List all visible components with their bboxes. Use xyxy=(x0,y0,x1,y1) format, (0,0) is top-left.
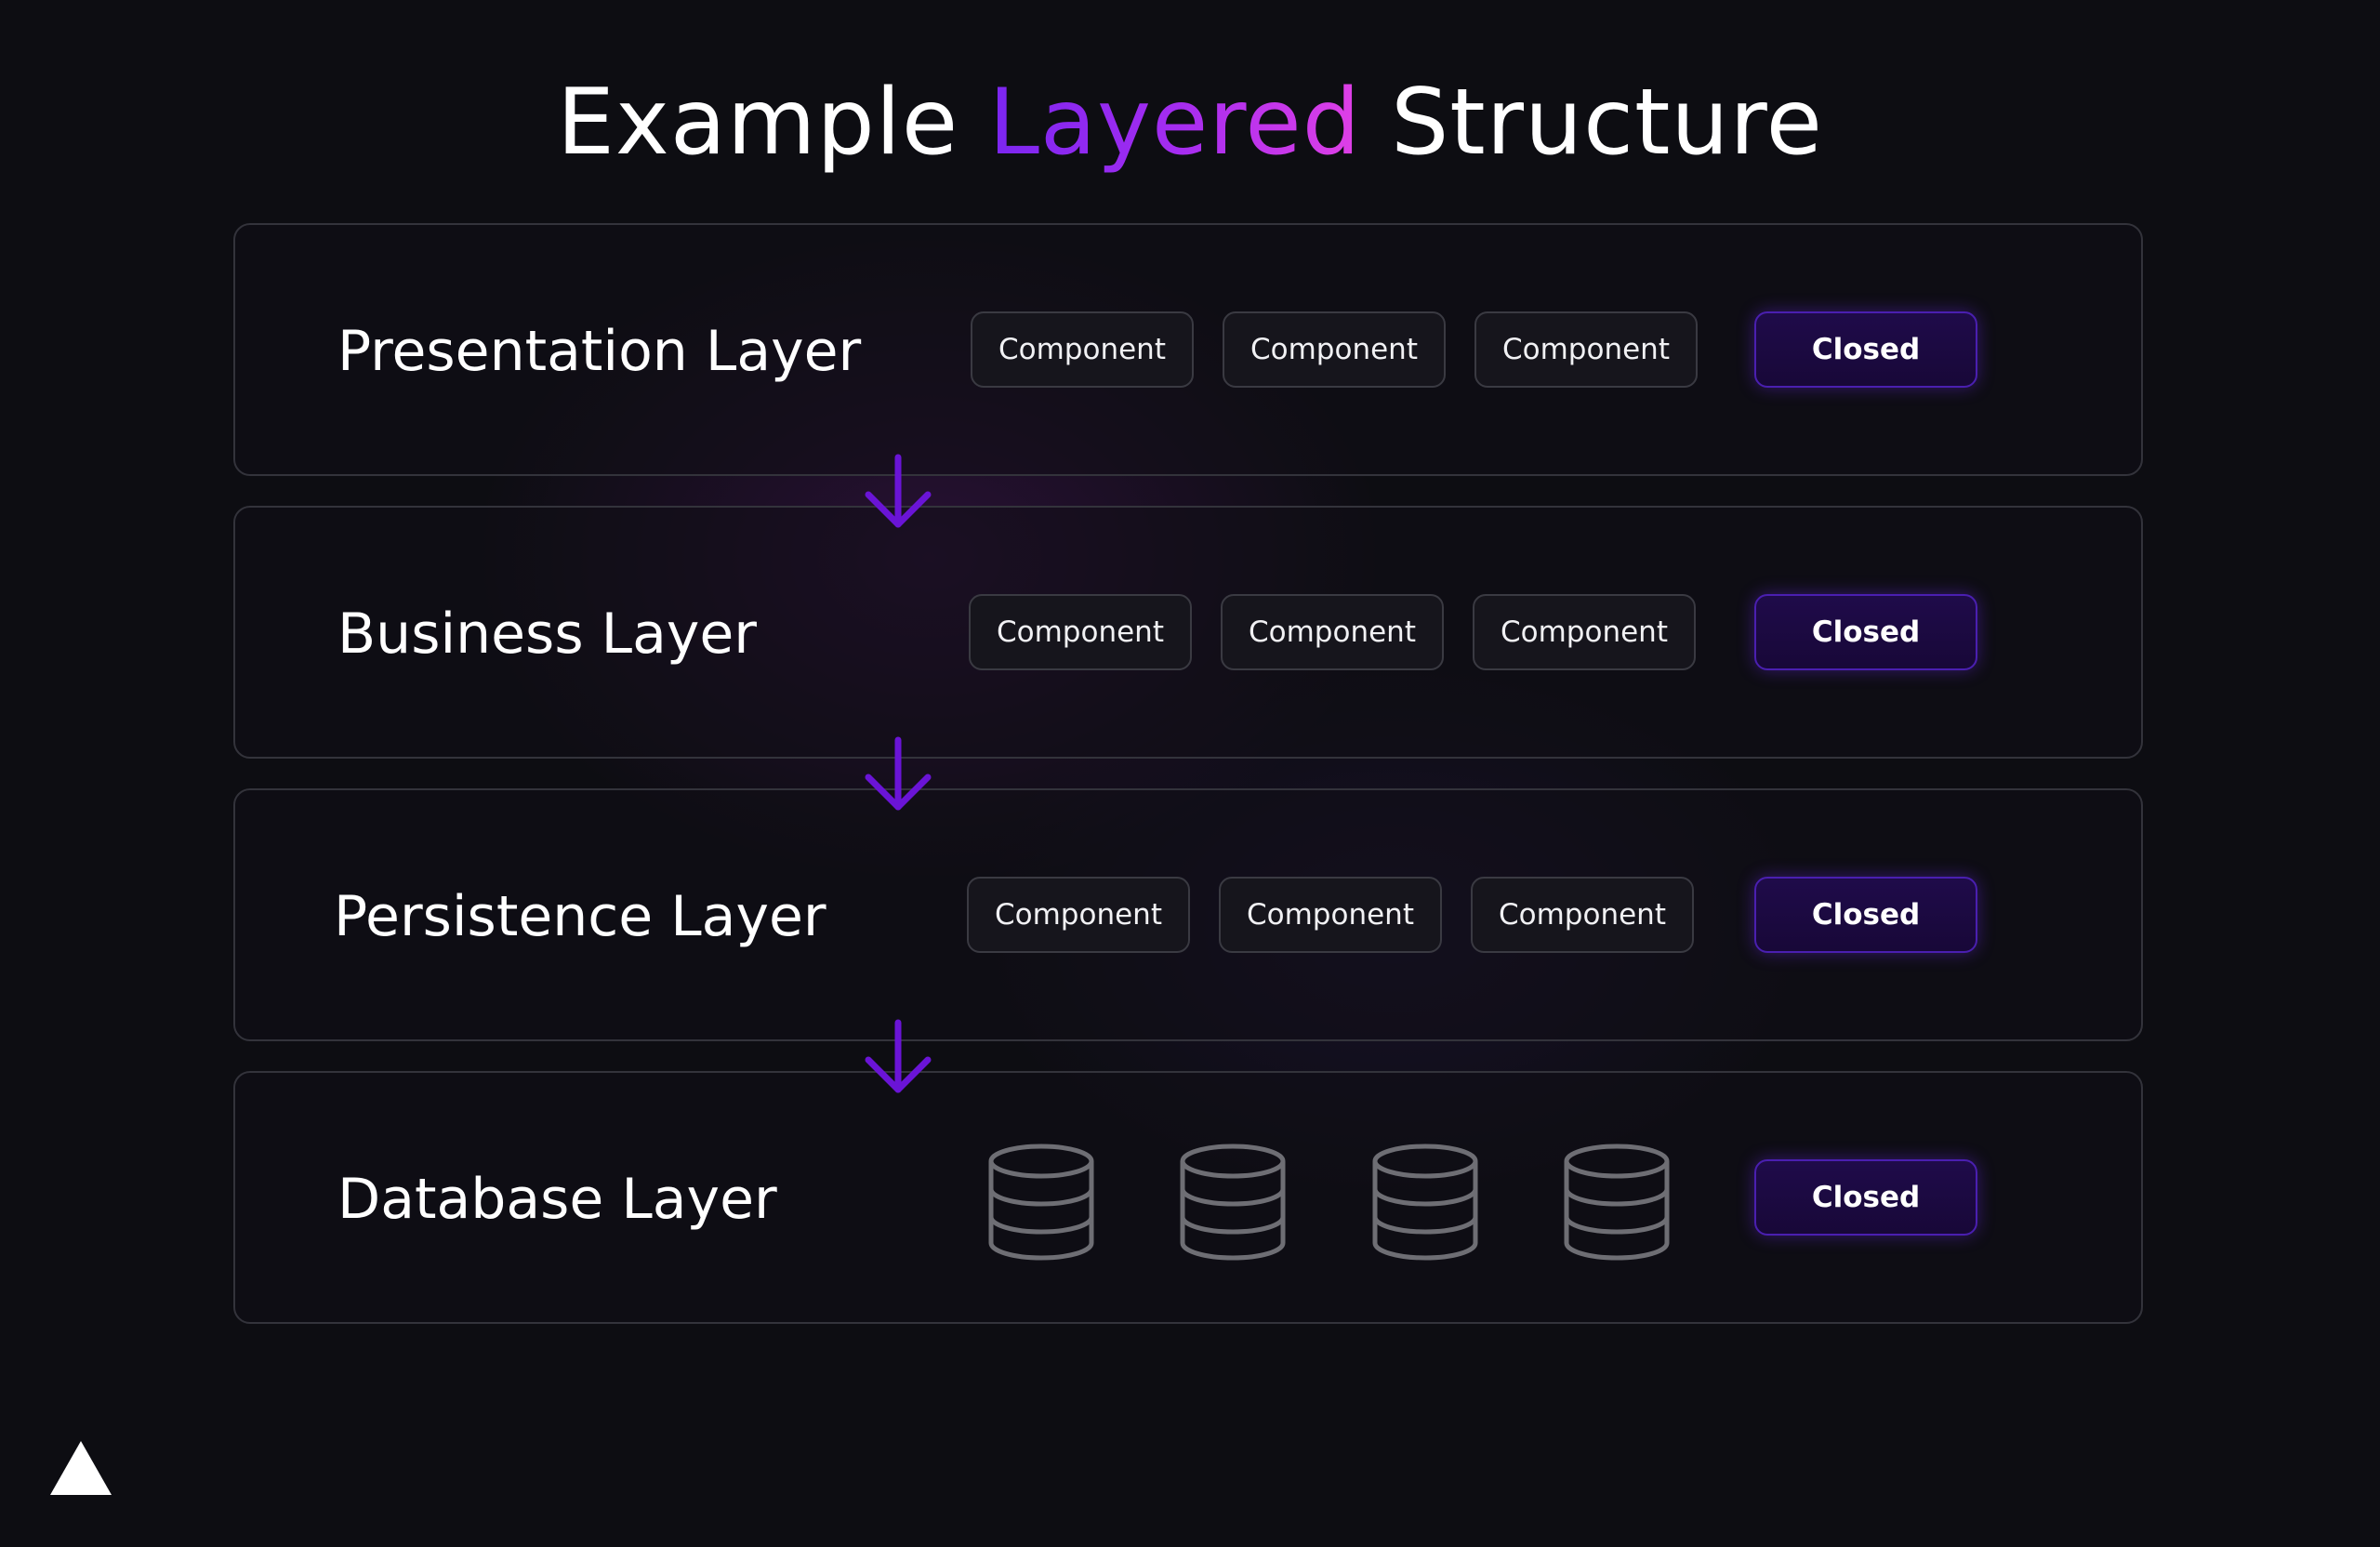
triangle-logo-icon xyxy=(50,1441,112,1495)
arrow-down-icon xyxy=(865,454,932,528)
database-icon xyxy=(1180,1144,1286,1261)
layer-title: Business Layer xyxy=(337,602,757,667)
component-box: Component xyxy=(1473,594,1696,670)
component-box: Component xyxy=(1223,311,1446,388)
layer-presentation: Presentation Layer Component Component C… xyxy=(233,223,2143,476)
title-suffix: Structure xyxy=(1360,70,1823,176)
component-box: Component xyxy=(1474,311,1698,388)
closed-badge: Closed xyxy=(1754,1159,1977,1236)
page-title: Example Layered Structure xyxy=(0,58,2380,188)
layer-title: Persistence Layer xyxy=(334,884,826,949)
component-box: Component xyxy=(1219,877,1442,953)
closed-badge: Closed xyxy=(1754,594,1977,670)
database-icon xyxy=(1564,1144,1670,1261)
closed-badge: Closed xyxy=(1754,877,1977,953)
component-box: Component xyxy=(969,594,1192,670)
layer-database: Database Layer Closed xyxy=(233,1071,2143,1324)
layer-business: Business Layer Component Component Compo… xyxy=(233,506,2143,759)
title-prefix: Example xyxy=(557,70,989,176)
layer-persistence: Persistence Layer Component Component Co… xyxy=(233,788,2143,1041)
database-icon xyxy=(1372,1144,1478,1261)
layer-title: Presentation Layer xyxy=(337,319,862,384)
component-box: Component xyxy=(1471,877,1694,953)
component-box: Component xyxy=(967,877,1190,953)
title-accent: Layered xyxy=(988,70,1361,176)
arrow-down-icon xyxy=(865,736,932,811)
closed-badge: Closed xyxy=(1754,311,1977,388)
database-icon xyxy=(988,1144,1094,1261)
component-box: Component xyxy=(971,311,1194,388)
arrow-down-icon xyxy=(865,1019,932,1093)
component-box: Component xyxy=(1221,594,1444,670)
layer-title: Database Layer xyxy=(337,1167,777,1232)
